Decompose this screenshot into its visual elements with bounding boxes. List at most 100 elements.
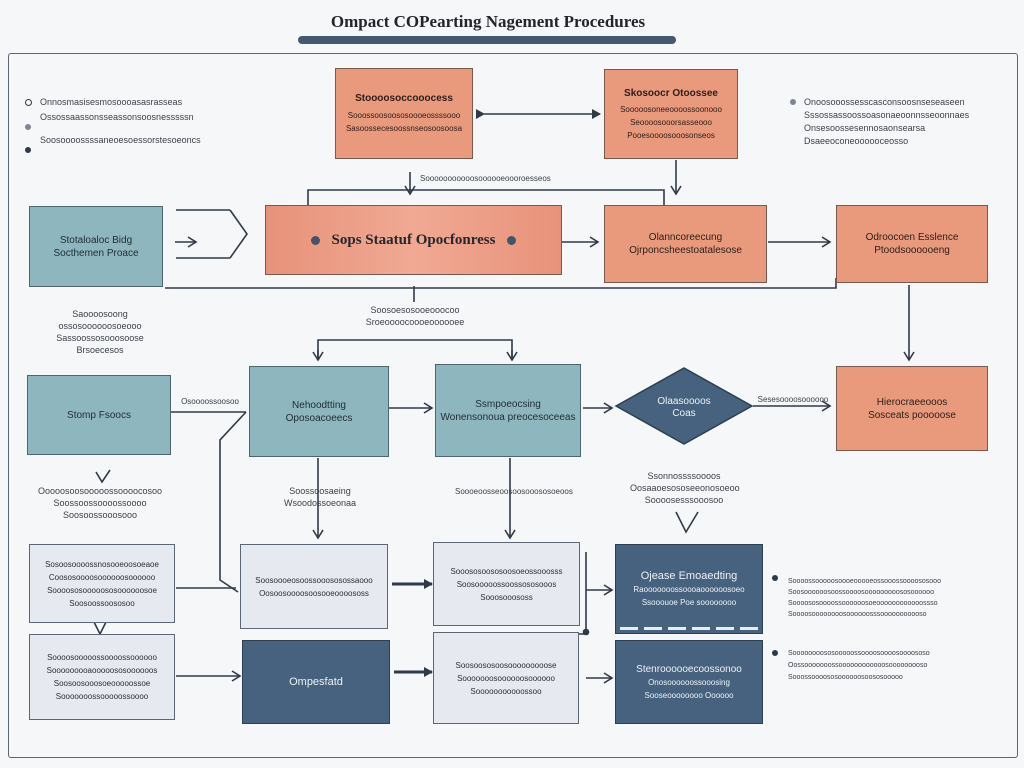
legend-bullet bbox=[772, 650, 778, 656]
box-line: Soosoososoosooooooooose bbox=[455, 660, 557, 670]
output-box-row4[interactable]: Ojease Emoaedting Raooooooossoooaoooooos… bbox=[615, 544, 763, 634]
box-line: Sooseoooooooo Oooooo bbox=[644, 690, 734, 700]
box-title: Stoooosoccooocess bbox=[355, 93, 453, 104]
detail-box-row4-1[interactable]: Sosoosoooossnosooeoosoeaoe Coososoooosoo… bbox=[29, 544, 175, 623]
box-line: Stotaloaloc Bidg bbox=[59, 234, 133, 246]
process-box-top-right[interactable]: Skosoocr Otoossee Sooooosoneeoooossoonoo… bbox=[604, 69, 738, 159]
box-line: Soosoosooosoeooooossoe bbox=[53, 679, 151, 688]
connector-label: Osoooossoosoo bbox=[181, 397, 239, 406]
decision-line: Olaasoooos bbox=[657, 396, 711, 407]
box-line: Sooooosoneeoooossoonooo bbox=[620, 104, 722, 114]
process-box-right[interactable]: Odroocoen Esslence Ptoodsoooooeng bbox=[836, 205, 988, 283]
legend-right: Onoosooossesscasconsoosnseseaseen Sssoss… bbox=[804, 96, 994, 148]
step-box-mid1[interactable]: Nehoodtting Oposoacoeecs bbox=[249, 366, 389, 457]
legend-bullet bbox=[25, 147, 31, 153]
legend-bullet bbox=[790, 99, 796, 105]
note-line: Ooooosoosooooossoooocosoo bbox=[37, 486, 163, 496]
box-line: Odroocoen Esslence bbox=[865, 232, 959, 243]
box-line: Olanncoreecung bbox=[648, 232, 723, 243]
box-line: Sooooooossooooossoooo bbox=[55, 692, 149, 701]
note-line: Ssonnossssoooos bbox=[647, 471, 721, 481]
box-line: Socthemen Proace bbox=[53, 247, 139, 259]
box-line: Onosoooooossooosing bbox=[648, 677, 730, 687]
box-line: Pooesoooosooosonseos bbox=[627, 130, 715, 140]
box-line: Soosoossoososoo bbox=[69, 598, 135, 608]
port-dot-left bbox=[310, 235, 320, 245]
step-box-left[interactable]: Stomp Fsoocs bbox=[27, 375, 171, 455]
box-line: Soosooooossoossososooos bbox=[456, 579, 557, 589]
box-line: Soooosooooossoooossoooooo bbox=[47, 653, 157, 662]
box-line: Sooososoososoosoeossooosss bbox=[450, 566, 563, 576]
note-mid-3: Soooeoosseoosoosooososoeoos bbox=[455, 486, 573, 498]
legend-line: Soooossooooosoooeooooeossooossoooososooo bbox=[788, 578, 941, 585]
box-line: Ompesfatd bbox=[289, 675, 343, 688]
box-line: Hierocraeeooos bbox=[876, 396, 948, 408]
box-line: Ptoodsoooooeng bbox=[874, 245, 950, 256]
note-line: Sassoossosooosoose bbox=[56, 333, 144, 343]
diagram-title: Ompact COPearting Nagement Procedures bbox=[330, 12, 646, 31]
process-box-right-lower[interactable]: Hierocraeeooos Sosceats pooooose bbox=[836, 366, 988, 451]
decision-line: Coas bbox=[672, 408, 696, 419]
note-line: Soosoesosooeooocoo bbox=[370, 305, 460, 315]
box-title: Skosoocr Otoossee bbox=[624, 87, 718, 99]
output-box-row5-1[interactable]: Ompesfatd bbox=[242, 640, 390, 724]
legend-line: Oossooooooossoooooooooooosooooooooso bbox=[788, 662, 928, 669]
box-line: Sooooooooooossoo bbox=[470, 686, 542, 696]
title-underline bbox=[298, 36, 676, 44]
box-line: Sooossoosoososoooeossssooo bbox=[347, 111, 461, 120]
note-line: Saoooosoong bbox=[72, 309, 128, 319]
legend-bottom-right-1: Soooossooooosoooeooooeossooossoooososooo… bbox=[788, 576, 988, 620]
legend-item: Soosoooossssaneoesoessorstesoeoncs bbox=[40, 135, 201, 145]
box-line: Raooooooossoooaoooooosoeo bbox=[633, 584, 745, 594]
legend-bullet bbox=[25, 124, 31, 130]
diagram-frame bbox=[8, 53, 1018, 758]
box-line: Oosoosoooosoosooeoooososs bbox=[259, 588, 369, 598]
legend-line: Soooooooososooooossoooosoooosoooososo bbox=[788, 650, 930, 657]
process-box-top-left[interactable]: Stoooosoccooocess Sooossoosoososoooeosss… bbox=[335, 68, 473, 159]
note-line: Soooosesssooosoo bbox=[644, 495, 724, 505]
note-line: Brsoecesos bbox=[76, 345, 124, 355]
note-line: Soossoosaeing bbox=[289, 486, 351, 496]
detail-box-row4-3[interactable]: Sooososoososoosoeossooosss Soosooooossoo… bbox=[433, 542, 580, 626]
box-line: Oposoacoeecs bbox=[285, 412, 353, 424]
box-line: Sosoosoooossnosooeoosoeaoe bbox=[45, 559, 159, 569]
note-mid-top: Soosoesosooeooocoo Sroeoooocoooeoooooee bbox=[350, 304, 480, 328]
process-box-middle[interactable]: Olanncoreecung Ojrponcsheestoatalesose bbox=[604, 205, 767, 283]
legend-item: Dsaeeoconeoooooceosso bbox=[804, 136, 909, 146]
detail-box-row5-2[interactable]: Soosoososoosooooooooose Sooooooosoooooos… bbox=[433, 632, 579, 724]
box-line: Ojrponcsheestoatalesose bbox=[629, 245, 742, 256]
box-line: Stenroooooecoossonoo bbox=[636, 663, 742, 675]
detail-box-row5-1[interactable]: Soooosooooossoooossoooooo Sooooooooaoooo… bbox=[29, 634, 175, 720]
box-line: Sooooooooaooooososoooooos bbox=[46, 666, 158, 675]
detail-box-row4-2[interactable]: Soosoooeosoossooososossaooo Oosoosooooso… bbox=[240, 544, 388, 629]
legend-line: Soooosoooooooosoooooosssooooooooooso bbox=[788, 611, 927, 618]
main-process-box[interactable]: Sops Staatuf Opocfonress bbox=[265, 205, 562, 275]
step-box-mid2[interactable]: Ssmpoeocsing Wonensonoua preocesoceeas bbox=[435, 364, 581, 457]
connector-label: Sooooooooooosoooooeoooroesseos bbox=[420, 174, 551, 183]
legend-item: Onsesoossesennosaonsearsa bbox=[804, 123, 926, 133]
legend-item: Ossossaassonsseassonsoosnesssssn bbox=[40, 112, 194, 122]
box-line: Seoooosooorsasseooo bbox=[630, 117, 712, 127]
note-line: Soooeoosseoosoosooososoeoos bbox=[455, 487, 573, 496]
legend-line: Soooososoooossoooooosoeoooooooooooossso bbox=[788, 600, 938, 607]
legend-bullet bbox=[772, 575, 778, 581]
dashed-strip bbox=[620, 627, 758, 630]
legend-item: Onnosmasisesmosoooasasrasseas bbox=[40, 97, 183, 107]
start-box[interactable]: Stotaloaloc Bidg Socthemen Proace bbox=[29, 206, 163, 287]
box-line: Wonensonoua preocesoceeas bbox=[440, 411, 576, 423]
port-dot-right bbox=[507, 235, 517, 245]
box-line: Coososoooosoooooosoooooo bbox=[48, 572, 156, 582]
note-line: Sroeoooocoooeoooooee bbox=[365, 317, 465, 327]
note-line: Wsoodossoeonaa bbox=[283, 498, 357, 508]
output-box-row5-2[interactable]: Stenroooooecoossonoo Onosoooooossooosing… bbox=[615, 640, 763, 724]
note-mid-2: Soossoosaeing Wsoodossoeonaa bbox=[270, 485, 370, 509]
note-line: Oosaaoesososeeonosoeoo bbox=[630, 483, 740, 493]
legend-line: Soosoooooosoossoooosooooooooososoooooo bbox=[788, 589, 934, 596]
box-line: Soosoooeosoossooososossaooo bbox=[255, 575, 373, 585]
box-line: Ssooouoe Poe soooooooo bbox=[641, 597, 737, 607]
box-line: Sooooooosoooooosoooooo bbox=[457, 673, 555, 683]
legend-line: Sooossoooososoooooosoososooooo bbox=[788, 674, 903, 681]
note-left-2: Ooooosoosooooossoooocosoo Soossoossoooos… bbox=[30, 485, 170, 521]
box-line: Sasoossecesoossnseosoosoosa bbox=[345, 124, 463, 133]
